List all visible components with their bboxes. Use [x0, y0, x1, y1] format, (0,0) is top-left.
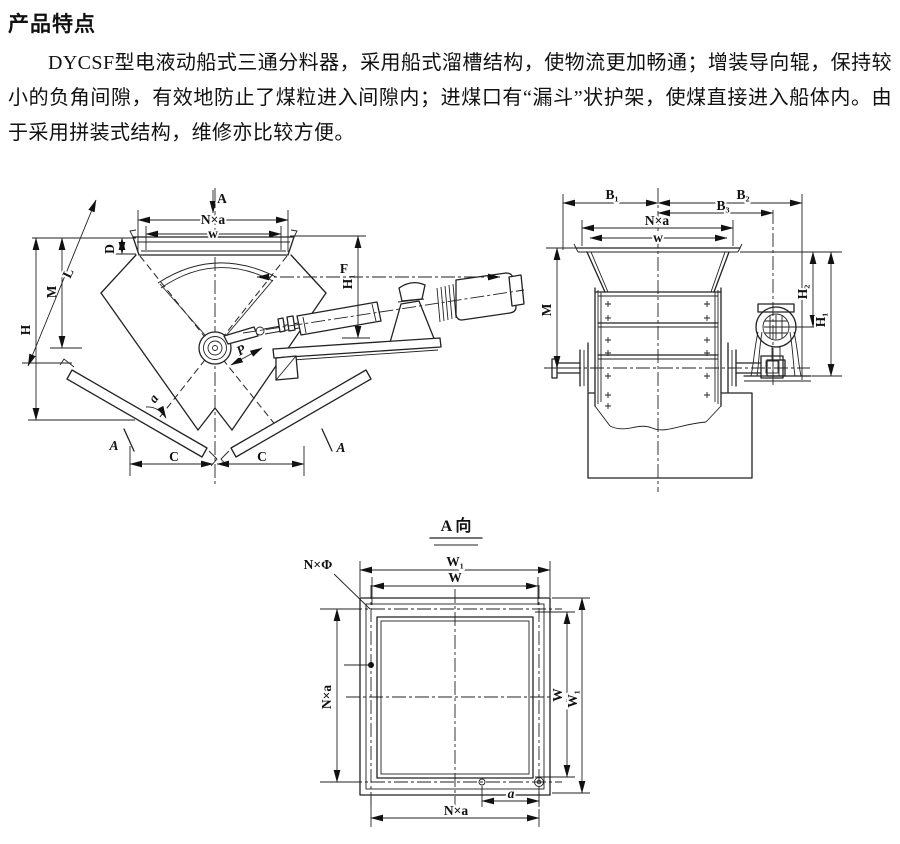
- motor-ribs: [436, 283, 457, 323]
- side-hydraulic-actuator: [242, 272, 525, 381]
- side-label-p: P: [234, 341, 249, 358]
- a-view-diagram: A 向 N×Φ: [302, 514, 590, 827]
- aview-label-w1-right: W₁: [565, 690, 580, 708]
- intro-paragraph: DYCSF型电液动船式三通分料器，采用船式溜槽结构，使物流更加畅通；增装导向辊，…: [8, 52, 892, 144]
- side-view-diagram: A N×a w D M H: [16, 188, 525, 485]
- aview-dimensions: N×Φ W₁ W N×a W W₁: [302, 552, 590, 827]
- front-pump-unit: [743, 303, 812, 382]
- side-right-chute: [220, 369, 372, 467]
- front-right-shaft: [727, 342, 784, 393]
- aview-title-text: A 向: [441, 516, 472, 535]
- front-label-nxa: N×a: [645, 213, 669, 228]
- aview-label-nxa-left: N×a: [319, 685, 334, 709]
- aview-label-w-right: W: [550, 688, 565, 702]
- side-label-d: D: [102, 244, 117, 254]
- side-label-angle-a: a: [145, 391, 161, 405]
- front-dimensions: B₁ B₂ B₃ N×a w M H₂ H₁: [537, 185, 842, 380]
- front-centerlines: [544, 188, 810, 492]
- aview-label-w-top: W: [448, 570, 462, 585]
- front-base-block: [587, 392, 753, 479]
- side-label-section-left: A: [108, 438, 118, 453]
- side-label-h: H: [18, 324, 33, 335]
- front-label-b3: B₃: [716, 198, 729, 213]
- front-label-h1: H₁: [813, 313, 828, 328]
- side-pivot-assembly: [198, 326, 265, 365]
- side-label-section-right: A: [335, 440, 345, 455]
- aview-label-a-pitch: a: [508, 786, 515, 801]
- front-label-b2: B₂: [736, 187, 749, 202]
- aview-label-nxphi: N×Φ: [304, 557, 333, 572]
- front-label-m: M: [539, 303, 554, 316]
- aview-label-nxa-bottom: N×a: [444, 803, 468, 818]
- front-label-w: w: [653, 230, 663, 245]
- front-label-h2: H₂: [795, 285, 810, 300]
- side-label-c-left: C: [169, 449, 179, 464]
- front-view-diagram: B₁ B₂ B₃ N×a w M H₂ H₁: [537, 185, 842, 492]
- page-title: 产品特点: [8, 13, 96, 36]
- side-left-chute: [59, 358, 218, 467]
- aview-title: A 向: [429, 514, 483, 546]
- side-label-w: w: [208, 226, 218, 241]
- side-label-c-right: C: [257, 449, 267, 464]
- side-label-nxa: N×a: [201, 212, 225, 227]
- side-label-section-arrow: A: [217, 191, 227, 206]
- aview-flange-plate: [344, 585, 564, 807]
- aview-label-w1-top: W₁: [446, 554, 464, 569]
- front-label-b1: B₁: [605, 187, 618, 202]
- side-label-f: F: [340, 261, 348, 276]
